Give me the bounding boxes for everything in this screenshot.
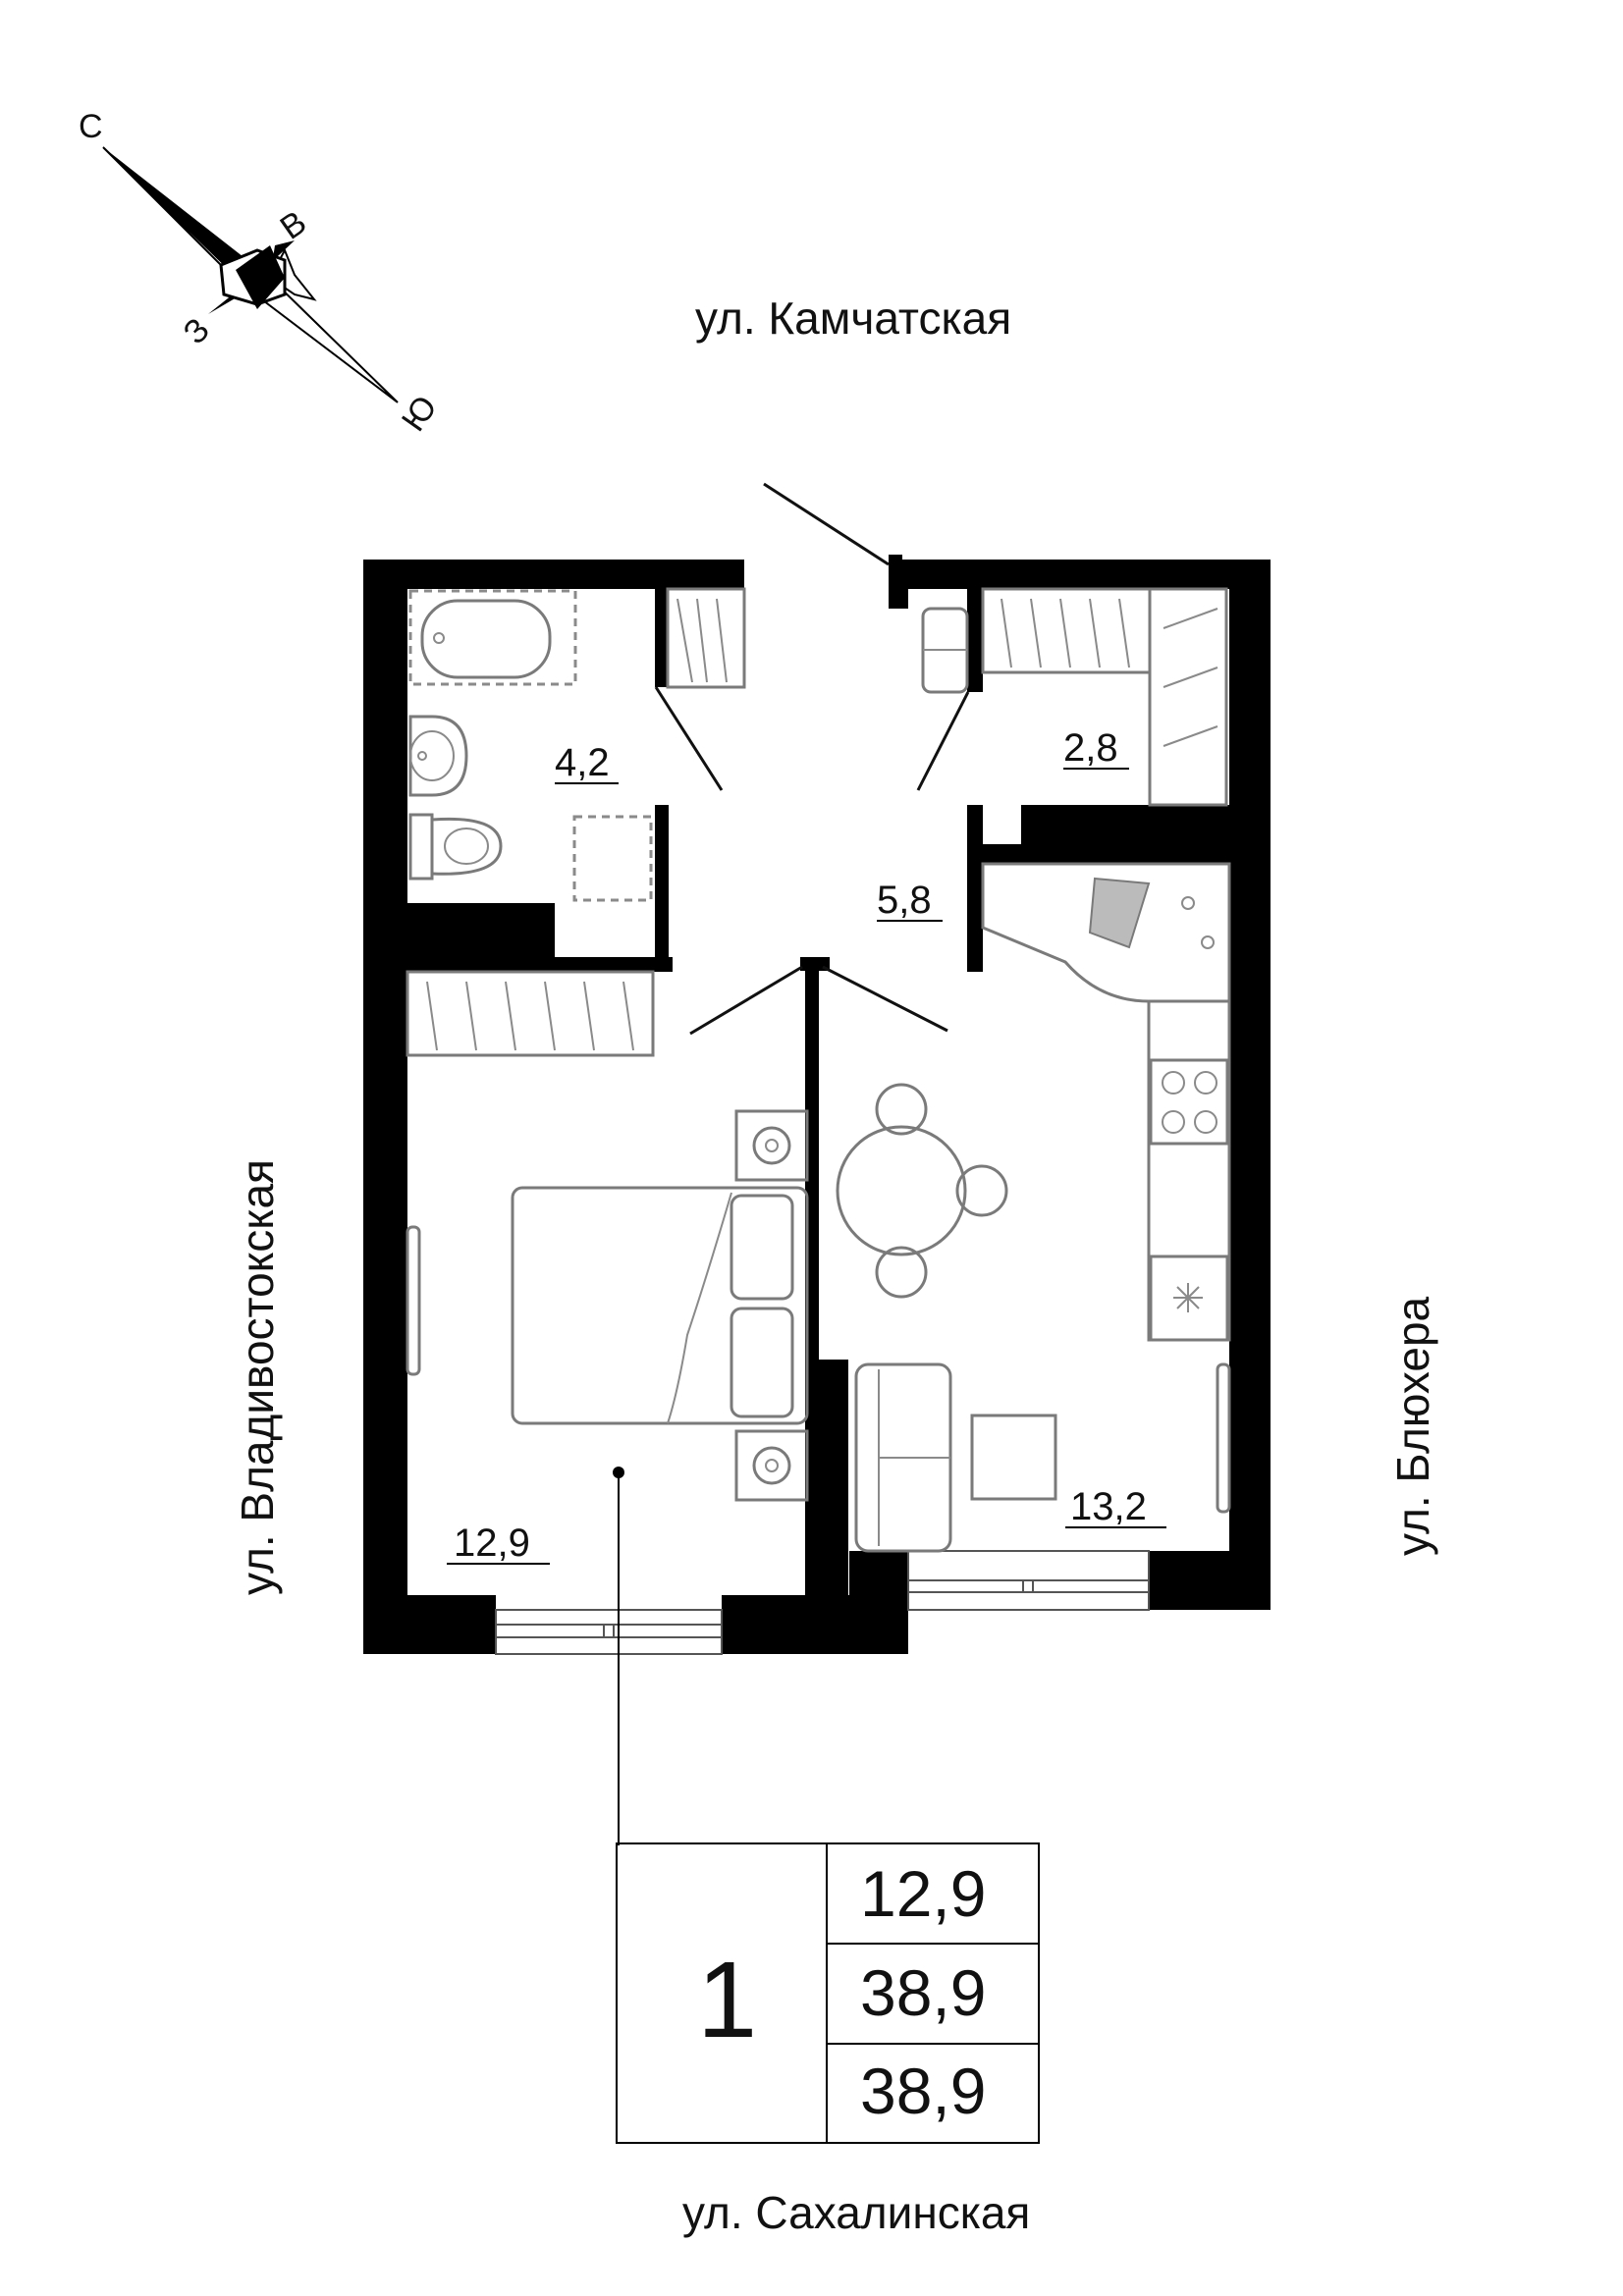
svg-text:4,2: 4,2 (555, 741, 610, 784)
street-east-label: ул. Блюхера (1387, 1296, 1438, 1556)
room-label-kitchen: 13,2 (1065, 1485, 1166, 1528)
compass-needle-north (103, 147, 270, 294)
room-count: 1 (697, 1940, 757, 2060)
kitchen-door (822, 965, 948, 1033)
nightstand-top (734, 1109, 809, 1182)
svg-text:5,8: 5,8 (877, 879, 932, 922)
window-bedroom (495, 1609, 723, 1655)
kitchen-radiator (1216, 1362, 1231, 1514)
total-area-with-balcony: 38,9 (860, 2055, 986, 2127)
hallway-shoe-cabinet (921, 607, 969, 694)
svg-text:2,8: 2,8 (1063, 726, 1118, 770)
room-label-bedroom: 12,9 (447, 1522, 550, 1565)
sofa (854, 1362, 952, 1553)
bedroom-radiator (406, 1225, 421, 1376)
compass-east-label: В (274, 203, 313, 246)
double-bed (511, 1186, 809, 1425)
street-north-label: ул. Камчатская (695, 293, 1011, 344)
compass-north-label: С (79, 108, 103, 145)
room-label-bathroom: 4,2 (555, 741, 619, 784)
sink (408, 715, 468, 797)
entrance-door (763, 482, 902, 589)
room-label-hallway: 5,8 (877, 879, 943, 922)
summary-table: 1 12,9 38,9 38,9 (616, 1842, 1040, 2144)
room-label-storage: 2,8 (1063, 726, 1129, 770)
total-area: 38,9 (860, 1956, 986, 2029)
dining-table (836, 1083, 1008, 1299)
street-west-label: ул. Владивостокская (232, 1159, 283, 1595)
nightstand-bottom (734, 1429, 809, 1502)
bedroom-door (689, 965, 803, 1036)
svg-text:12,9: 12,9 (454, 1522, 530, 1565)
compass-rose: С В Ю З (79, 108, 445, 438)
bathtub (408, 589, 577, 686)
window-kitchen (907, 1550, 1150, 1611)
kitchen-corner-sink (981, 862, 1231, 1003)
street-south-label: ул. Сахалинская (682, 2187, 1030, 2238)
storage-door (916, 691, 970, 791)
coffee-table (970, 1414, 1057, 1501)
toilet (408, 813, 503, 881)
cooktop (1149, 1058, 1229, 1146)
bathroom-door (654, 686, 724, 791)
storage-wardrobe (981, 587, 1228, 807)
living-area: 12,9 (860, 1857, 986, 1930)
svg-text:13,2: 13,2 (1070, 1485, 1147, 1528)
bedroom-wardrobe (406, 970, 655, 1057)
compass-west-label: З (176, 311, 216, 351)
fridge-snowflake-icon (1149, 1255, 1229, 1342)
compass-south-label: Ю (395, 389, 445, 438)
walls (363, 560, 1271, 1654)
bathroom-wardrobe (666, 587, 746, 689)
washing-machine (572, 815, 653, 902)
compass-center (236, 245, 285, 309)
